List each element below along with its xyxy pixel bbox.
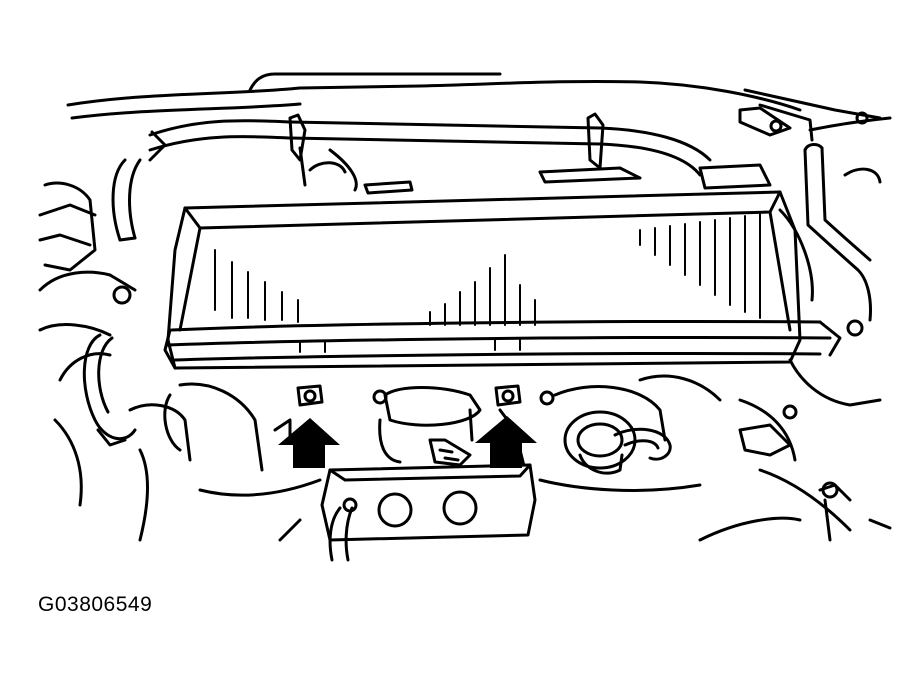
filter-pleats <box>214 213 761 353</box>
up-arrow-icon <box>278 418 340 468</box>
hood-outline <box>66 72 892 142</box>
engine-bay-illustration <box>38 72 892 562</box>
air-cleaner-box <box>163 112 864 370</box>
figure-id-code: G03806549 <box>38 593 153 616</box>
left-components <box>38 130 264 542</box>
up-arrow-icon <box>475 416 537 468</box>
mounting-bolts <box>296 384 522 407</box>
throttle-body-area <box>198 374 722 542</box>
intake-plenum <box>320 463 537 562</box>
right-components <box>698 143 892 542</box>
